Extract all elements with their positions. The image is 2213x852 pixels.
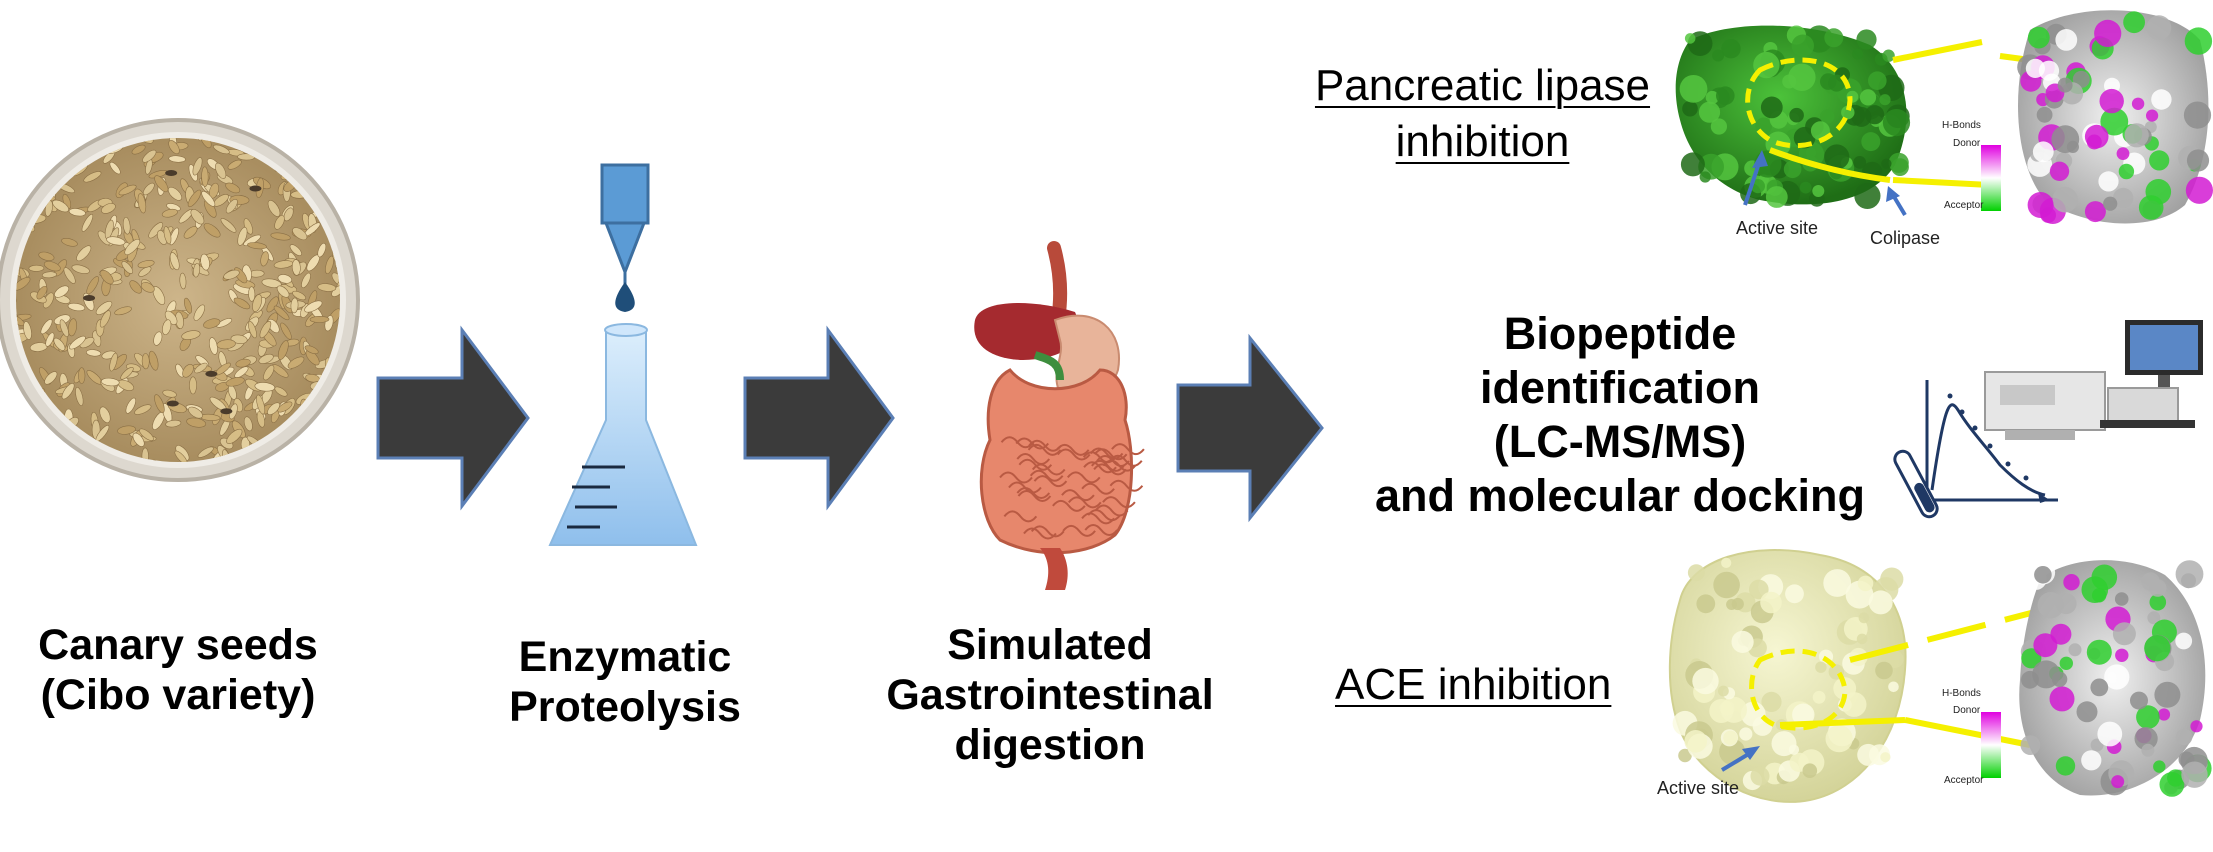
lipase-title-line2: inhibition [1395,117,1570,166]
pancreatic-lipase-protein-image [1675,25,2031,209]
lipase-binding-pocket-surface-image [2017,10,2213,224]
step-3-label-line3: digestion [954,721,1146,769]
lipase-active-site-pointer [1743,150,1768,206]
lipase-title-line1: Pancreatic lipase [1314,61,1651,110]
lipase-legend-title: H-Bonds [1942,120,1981,131]
ace-binding-pocket-surface-image [2019,560,2212,797]
ace-hbond-legend [1981,712,2001,778]
process-arrow-2 [743,325,895,511]
outcome-label: Biopeptide identification (LC-MS/MS) and… [1340,307,1900,523]
ace-title-text: ACE inhibition [1335,660,1612,709]
ace-protein-image [1668,549,2036,803]
ace-legend-acceptor: Acceptor [1944,775,1984,786]
step-1-label: Canary seeds (Cibo variety) [0,620,356,720]
process-arrow-3 [1176,333,1324,523]
ace-legend-title: H-Bonds [1942,688,1981,699]
step-1-label-line2: (Cibo variety) [40,671,316,719]
ace-active-site-pointer [1720,746,1760,772]
pipette-icon [600,163,650,285]
lipase-colipase-pointer [1886,186,1907,217]
droplet-icon [615,282,635,312]
canary-seed-dish-image [0,118,360,482]
step-2-label-line2: Proteolysis [509,683,741,731]
ace-active-site-label: Active site [1657,778,1740,798]
outcome-line1: Biopeptide [1503,308,1737,359]
ace-title: ACE inhibition [1335,660,1611,710]
lipase-title: Pancreatic lipase inhibition [1285,58,1680,170]
step-3-label-line1: Simulated [947,621,1153,669]
process-arrow-1 [376,325,530,511]
lipase-hbond-legend [1981,145,2001,211]
step-2-label-line1: Enzymatic [518,633,732,681]
outcome-line4: and molecular docking [1374,470,1866,521]
chromatogram-icon [1893,380,2058,519]
lipase-legend-donor: Donor [1953,138,1981,149]
outcome-line2: identification [1480,362,1760,413]
step-3-label: Simulated Gastrointestinal digestion [860,620,1240,770]
outcome-line3: (LC-MS/MS) [1493,416,1747,467]
lipase-colipase-label: Colipase [1870,228,1941,248]
step-1-label-line1: Canary seeds [38,621,318,669]
lc-ms-instrument-image [1984,320,2203,440]
step-2-label: Enzymatic Proteolysis [480,632,770,732]
flask-icon [548,323,698,546]
step-3-label-line2: Gastrointestinal [886,671,1214,719]
lipase-legend-acceptor: Acceptor [1944,200,1984,211]
ace-legend-donor: Donor [1953,705,1981,716]
lipase-active-site-label: Active site [1736,218,1819,238]
digestive-system-icon [974,241,1145,590]
